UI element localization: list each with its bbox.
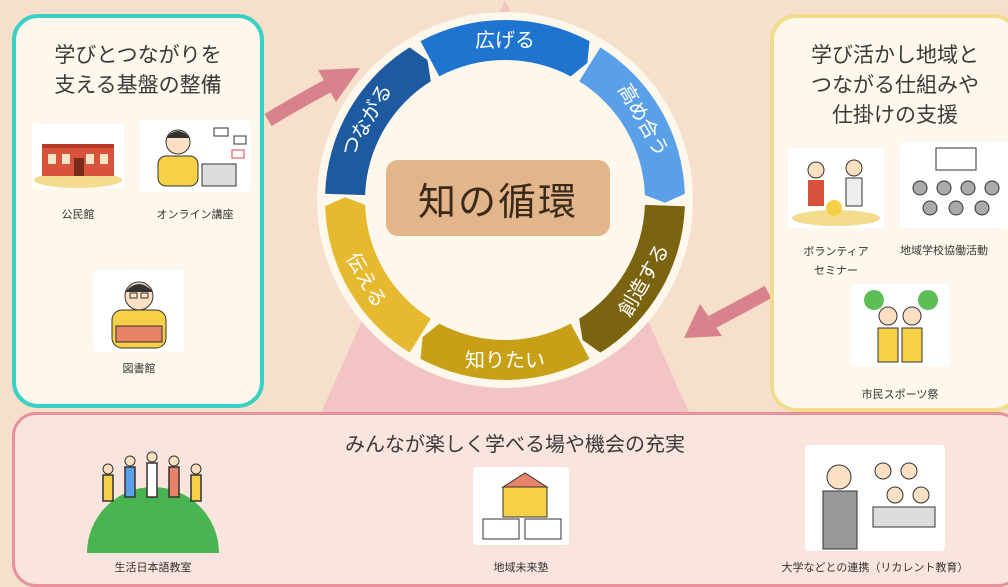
left-panel-title: 学びとつながりを 支える基盤の整備: [16, 40, 260, 100]
community-center-illustration: [32, 124, 124, 188]
bottom-panel-title: みんなが楽しく学べる場や機会の充実: [345, 432, 685, 456]
university-collaboration-caption: 大学などとの連携（リカレント教育）: [781, 561, 969, 574]
left-title-line1: 学びとつながりを: [54, 43, 222, 67]
regional-cram-school-caption: 地域未来塾: [493, 561, 549, 574]
volunteer-seminar-caption: ボランティア セミナー: [778, 242, 894, 280]
japanese-class-illustration: [73, 451, 233, 553]
left-panel: 学びとつながりを 支える基盤の整備 公民館 オンライン講座 図書館: [12, 14, 264, 408]
library-caption: 図書館: [122, 362, 156, 375]
school-collaboration-illustration: [900, 142, 1008, 228]
right-panel-title: 学び活かし地域と つながる仕組みや 仕掛けの支援: [774, 40, 1008, 130]
university-collaboration-illustration: [805, 445, 945, 551]
regional-cram-school-illustration: [473, 467, 569, 545]
community-center-caption: 公民館: [61, 208, 95, 221]
segment-tsunagaru: [325, 47, 431, 196]
segment-hirogeru-label: 広げる: [475, 28, 535, 52]
arrow-left-head: [318, 68, 360, 102]
segment-takameau: [579, 47, 685, 203]
right-title-line1: 学び活かし地域と: [811, 43, 979, 67]
volunteer-caption-line2: セミナー: [814, 264, 858, 277]
right-title-line3: 仕掛けの支援: [832, 103, 958, 127]
segment-tsutaeru: [325, 197, 431, 353]
bottom-panel: みんなが楽しく学べる場や機会の充実 生活日本語教室 地域未来塾 大学などとの連携…: [12, 412, 1008, 587]
sports-festival-illustration: [850, 284, 950, 366]
arrow-right-head: [684, 304, 722, 338]
school-collaboration-caption: 地域学校協働活動: [900, 244, 988, 257]
center-label: 知の循環: [386, 160, 610, 236]
right-title-line2: つながる仕組みや: [811, 73, 979, 97]
volunteer-illustration: [788, 148, 884, 228]
library-illustration: [94, 270, 184, 352]
volunteer-caption-line1: ボランティア: [803, 245, 869, 258]
arrow-left-to-cycle: [264, 78, 334, 127]
online-course-illustration: [140, 120, 250, 192]
segment-shiritai: [420, 323, 590, 380]
segment-souzou: [579, 204, 685, 353]
left-title-line2: 支える基盤の整備: [54, 73, 222, 97]
sports-festival-caption: 市民スポーツ祭: [861, 388, 939, 401]
right-panel: 学び活かし地域と つながる仕組みや 仕掛けの支援 ボランティア セミナー 地域学…: [770, 14, 1008, 412]
arrow-right-to-cycle: [708, 285, 772, 329]
segment-hirogeru: [420, 20, 590, 77]
segment-shiritai-label: 知りたい: [465, 348, 545, 372]
japanese-class-caption: 生活日本語教室: [114, 561, 192, 574]
online-course-caption: オンライン講座: [156, 208, 234, 221]
